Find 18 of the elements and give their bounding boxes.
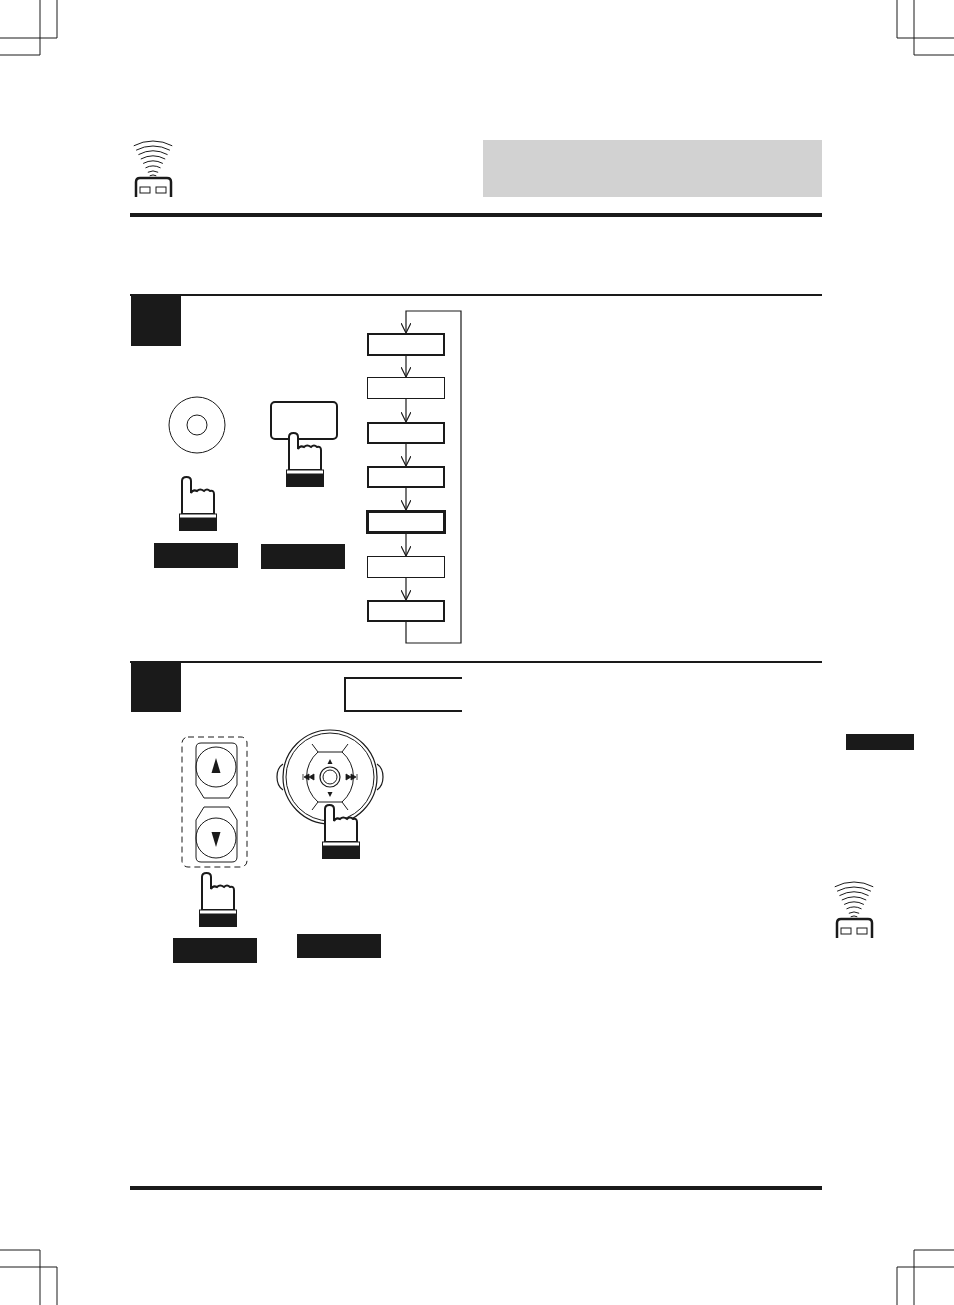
flow-box xyxy=(367,466,445,488)
arrow xyxy=(400,398,412,423)
label-plate xyxy=(173,938,257,963)
flow-box xyxy=(366,510,446,534)
arrow xyxy=(400,533,412,557)
arrow xyxy=(400,443,412,467)
arrow xyxy=(400,355,412,378)
label-plate xyxy=(154,543,238,568)
arrow xyxy=(400,487,412,511)
arrow xyxy=(400,310,462,644)
flow-box xyxy=(367,556,445,578)
flow-box xyxy=(367,377,445,399)
label-plate xyxy=(297,934,381,958)
flow-box xyxy=(367,422,445,444)
flow-box xyxy=(367,333,445,356)
label-plate xyxy=(261,544,345,569)
flow-box xyxy=(367,600,445,622)
arrow xyxy=(400,577,412,601)
